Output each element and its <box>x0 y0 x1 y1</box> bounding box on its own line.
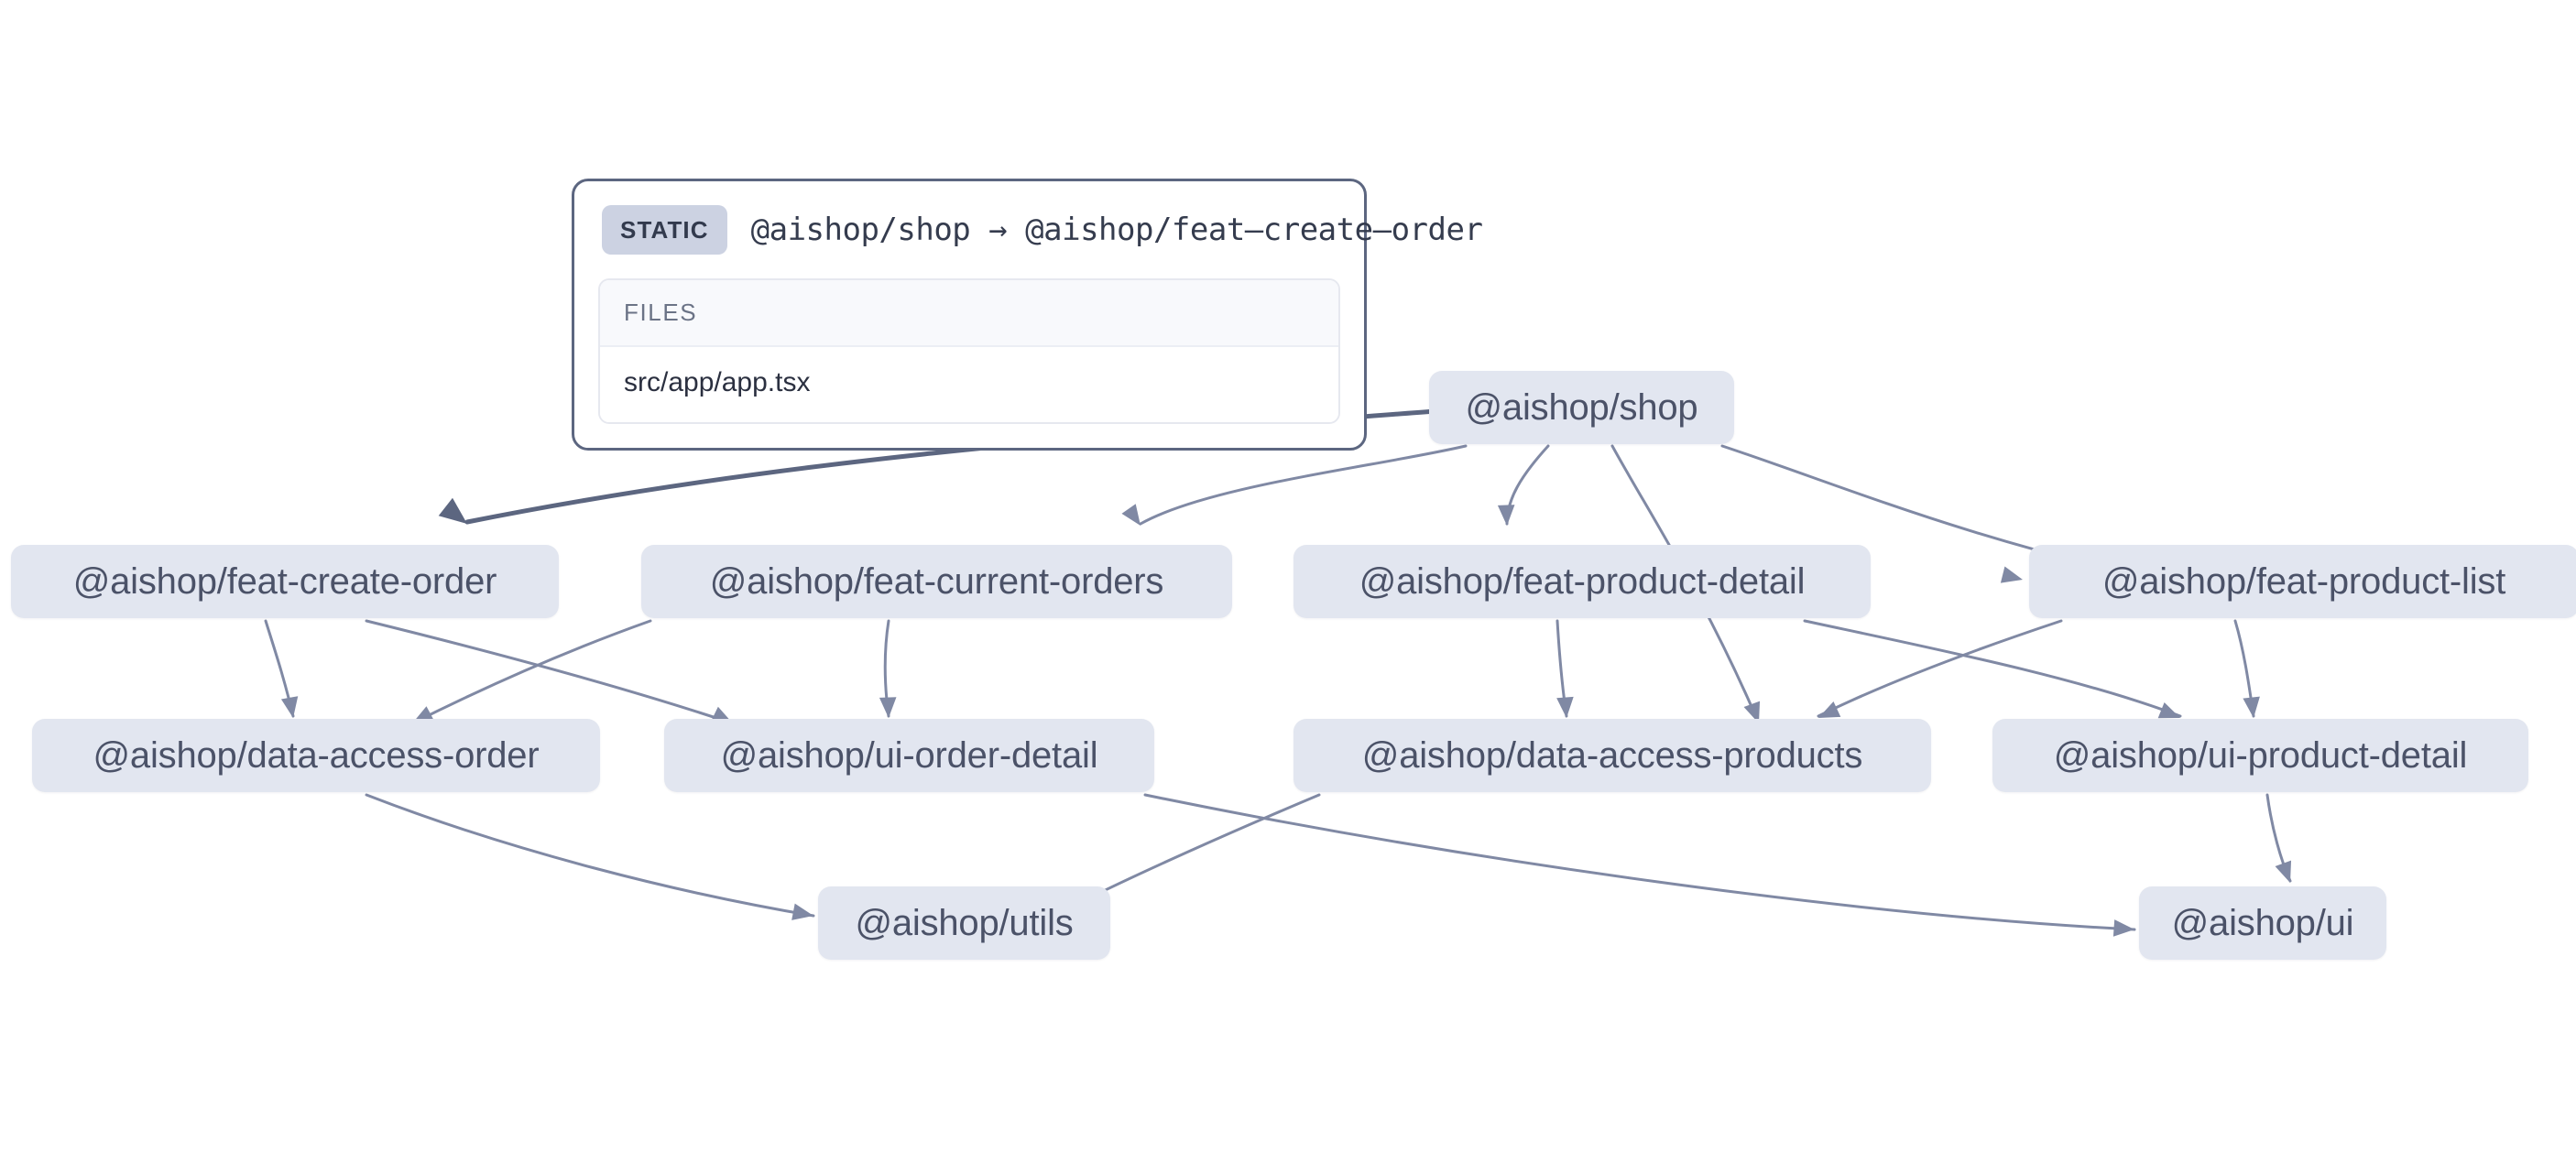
edge-line <box>1143 793 2136 931</box>
graph-edge-feat-product-detail-to-ui-product-detail[interactable] <box>1803 619 2183 726</box>
file-list-item[interactable]: src/app/app.tsx <box>600 347 1338 422</box>
graph-edge-feat-product-list-to-data-access-products[interactable] <box>1815 619 2063 725</box>
edge-arrowhead <box>2275 860 2292 883</box>
edge-detail-tooltip[interactable]: STATIC @aishop/shop → @aishop/feat–creat… <box>572 179 1483 451</box>
edge-line <box>365 619 735 725</box>
graph-node-label: @aishop/feat-create-order <box>72 560 497 602</box>
graph-edge-feat-current-orders-to-data-access-order[interactable] <box>409 619 652 731</box>
edge-line <box>883 619 890 718</box>
edge-arrowhead <box>2112 919 2134 937</box>
graph-node-label: @aishop/ui <box>2171 902 2354 943</box>
graph-node-feat-create-order[interactable]: @aishop/feat-create-order <box>11 545 559 618</box>
graph-node-data-access-products[interactable]: @aishop/data-access-products <box>1293 719 1931 792</box>
graph-node-label: @aishop/feat-product-list <box>2101 560 2506 602</box>
edge-arrowhead <box>1497 505 1515 526</box>
graph-edge-feat-current-orders-to-ui-order-detail[interactable] <box>879 619 897 718</box>
graph-edge-data-access-products-to-utils[interactable] <box>1077 793 1321 911</box>
graph-node-label: @aishop/shop <box>1465 386 1698 428</box>
graph-node-shop[interactable]: @aishop/shop <box>1429 371 1734 444</box>
graph-node-ui-order-detail[interactable]: @aishop/ui-order-detail <box>664 719 1154 792</box>
edge-line <box>2265 793 2292 883</box>
edge-type-badge: STATIC <box>602 205 727 255</box>
edge-line <box>1817 619 2063 718</box>
graph-edge-shop-to-feat-current-orders[interactable] <box>1121 444 1468 530</box>
graph-node-ui-product-detail[interactable]: @aishop/ui-product-detail <box>1992 719 2528 792</box>
graph-edge-feat-create-order-to-ui-order-detail[interactable] <box>365 619 737 731</box>
edge-line <box>365 793 815 918</box>
graph-edge-feat-product-list-to-ui-product-detail[interactable] <box>2233 619 2262 719</box>
edge-line <box>1505 444 1550 526</box>
graph-node-label: @aishop/ui-product-detail <box>2053 734 2468 776</box>
tooltip-header: STATIC @aishop/shop → @aishop/feat–creat… <box>598 201 1483 255</box>
graph-node-feat-current-orders[interactable]: @aishop/feat-current-orders <box>641 545 1232 618</box>
edge-line <box>1803 619 2182 718</box>
graph-edge-feat-product-detail-to-data-access-products[interactable] <box>1555 619 1575 719</box>
graph-edge-data-access-order-to-utils[interactable] <box>365 793 815 924</box>
edge-arrowhead <box>2243 696 2260 718</box>
graph-edge-ui-order-detail-to-ui[interactable] <box>1143 793 2136 938</box>
edge-arrowhead <box>791 903 813 920</box>
edge-arrowhead <box>438 497 467 524</box>
tooltip-files-panel: FILES src/app/app.tsx <box>598 278 1340 424</box>
graph-node-label: @aishop/feat-product-detail <box>1359 560 1806 602</box>
edge-arrowhead <box>2000 566 2023 583</box>
edge-line <box>2233 619 2255 718</box>
edge-title: @aishop/shop → @aishop/feat–create–order <box>750 212 1483 248</box>
edge-arrowhead <box>1556 696 1574 718</box>
edge-arrowhead <box>879 697 897 718</box>
graph-node-data-access-order[interactable]: @aishop/data-access-order <box>32 719 600 792</box>
graph-node-label: @aishop/data-access-order <box>93 734 540 776</box>
graph-edge-ui-product-detail-to-ui[interactable] <box>2265 793 2298 886</box>
edge-arrowhead <box>280 696 299 718</box>
edge-line <box>1139 444 1468 526</box>
graph-node-label: @aishop/utils <box>855 902 1074 943</box>
edge-arrowhead <box>1121 504 1141 526</box>
graph-node-label: @aishop/data-access-products <box>1361 734 1863 776</box>
graph-node-label: @aishop/feat-current-orders <box>709 560 1164 602</box>
edge-line <box>264 619 295 718</box>
graph-edge-feat-create-order-to-data-access-order[interactable] <box>264 619 301 720</box>
graph-node-utils[interactable]: @aishop/utils <box>818 886 1110 960</box>
graph-node-feat-product-detail[interactable]: @aishop/feat-product-detail <box>1293 545 1871 618</box>
graph-edge-shop-to-feat-product-detail[interactable] <box>1497 444 1550 526</box>
graph-node-label: @aishop/ui-order-detail <box>720 734 1098 776</box>
edge-line <box>1555 619 1568 718</box>
edge-line <box>1079 793 1321 904</box>
graph-node-feat-product-list[interactable]: @aishop/feat-product-list <box>2029 545 2576 618</box>
graph-node-ui[interactable]: @aishop/ui <box>2139 886 2386 960</box>
edge-line <box>410 619 652 725</box>
files-section-label: FILES <box>600 280 1338 347</box>
